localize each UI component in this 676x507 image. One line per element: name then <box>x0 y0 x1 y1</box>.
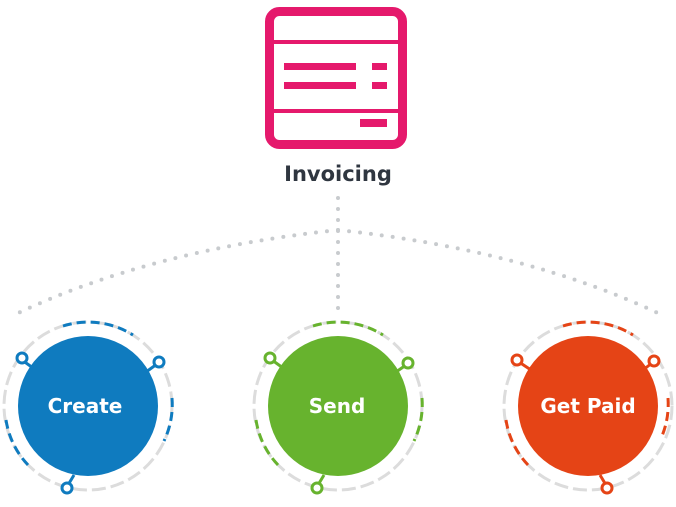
node-ring-accent-send <box>254 419 280 467</box>
node-ring-accent-create <box>62 320 134 337</box>
node-get-paid: Get Paid <box>502 320 674 495</box>
node-circle-send <box>268 336 408 476</box>
diagram-title: Invoicing <box>284 162 392 186</box>
node-circle-create <box>18 336 158 476</box>
invoice-icon-line <box>372 63 387 70</box>
node-ring-get-paid <box>502 320 674 492</box>
node-circle-get-paid <box>518 336 658 476</box>
pin-ring <box>263 351 277 365</box>
pin-ring <box>152 355 166 369</box>
connector-right <box>336 228 664 317</box>
pin-ring <box>600 481 614 495</box>
invoice-icon-line <box>274 109 398 113</box>
node-ring-accent-get-paid <box>504 419 530 467</box>
invoice-icon-line <box>372 82 387 89</box>
connector-pin-send <box>263 351 415 495</box>
invoice-icon-line <box>274 40 398 44</box>
node-label-create: Create <box>48 394 123 418</box>
node-ring-accent-send <box>312 320 384 337</box>
pin-ring <box>60 481 74 495</box>
connector-lines <box>12 196 664 317</box>
node-send: Send <box>252 320 424 495</box>
pin-ring <box>401 356 415 370</box>
connector-left <box>12 228 340 317</box>
node-ring-accent-create <box>4 419 30 467</box>
invoice-icon-line <box>284 82 356 89</box>
pin-ring <box>647 354 661 368</box>
connector-pin-create <box>15 351 166 495</box>
connector-pin-get-paid <box>510 353 661 495</box>
node-ring-accent-send <box>412 397 424 442</box>
pin-ring <box>15 351 29 365</box>
node-label-send: Send <box>309 394 366 418</box>
node-ring-accent-get-paid <box>660 397 670 437</box>
node-ring-accent-create <box>162 397 174 442</box>
node-ring-accent-get-paid <box>562 320 634 337</box>
node-create: Create <box>2 320 174 495</box>
pin-ring <box>510 353 524 367</box>
invoice-icon-line <box>360 119 387 127</box>
node-label-get-paid: Get Paid <box>540 394 635 418</box>
invoice-icon-frame <box>265 7 407 149</box>
pin-ring <box>310 481 324 495</box>
invoice-document-icon <box>265 7 407 149</box>
invoice-icon-line <box>284 63 356 70</box>
